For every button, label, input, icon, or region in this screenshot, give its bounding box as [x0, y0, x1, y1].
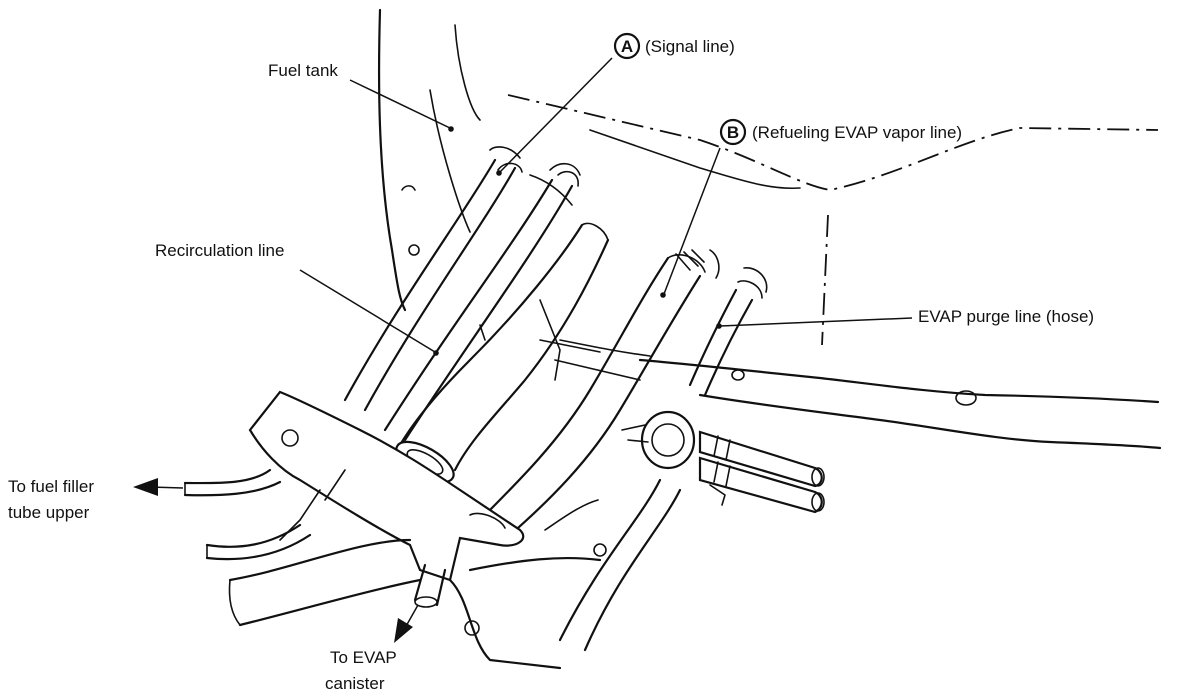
marker-a-letter: A	[621, 37, 633, 56]
label-evap-purge-line: EVAP purge line (hose)	[918, 307, 1094, 326]
arrow-to-fuel-filler	[133, 478, 184, 496]
evap-canister-tube	[413, 563, 447, 608]
fuel-filler-tube	[183, 468, 312, 561]
recirculation-line-hose	[383, 162, 581, 442]
fuel-tank-outline	[377, 8, 1159, 346]
marker-b: B	[719, 118, 747, 146]
leader-lines	[299, 57, 913, 356]
refueling-evap-vapor-hose	[478, 249, 720, 537]
arrow-to-evap-canister	[394, 604, 419, 643]
large-vapor-hose	[395, 222, 610, 484]
label-recirculation-line: Recirculation line	[155, 241, 284, 260]
sub-frame-curves	[228, 478, 682, 670]
signal-line-hose	[343, 146, 523, 412]
valve-connector	[621, 410, 825, 514]
label-fuel-filler-1: To fuel filler	[8, 477, 94, 496]
label-evap-canister-2: canister	[325, 674, 385, 693]
label-evap-canister-1: To EVAP	[330, 648, 397, 667]
underbody-panel	[408, 244, 1162, 450]
label-signal-line: (Signal line)	[645, 37, 735, 56]
evap-purge-hose	[688, 267, 768, 397]
label-fuel-filler-2: tube upper	[8, 503, 90, 522]
marker-a: A	[613, 32, 641, 60]
label-fuel-tank: Fuel tank	[268, 61, 338, 80]
hose-bracket	[248, 390, 525, 582]
marker-b-letter: B	[727, 123, 739, 142]
label-refueling-line: (Refueling EVAP vapor line)	[752, 123, 962, 142]
